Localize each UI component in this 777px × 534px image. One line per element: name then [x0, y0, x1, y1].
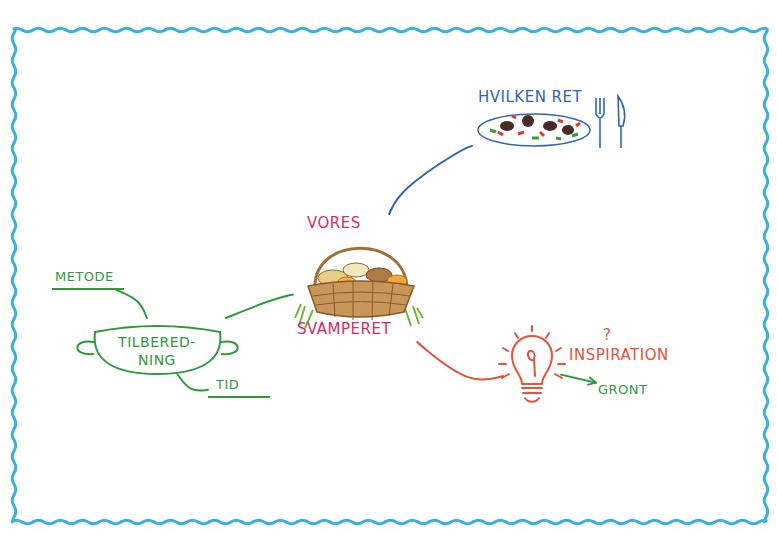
- branch-connector: [226, 294, 293, 318]
- outline-stroke: [522, 388, 542, 402]
- dark-mushroom: [543, 121, 557, 131]
- red-garnish: [498, 116, 580, 136]
- sub-topic: TID: [208, 374, 270, 398]
- mushroom-cap: [343, 263, 369, 277]
- branch-connector: [561, 375, 596, 383]
- fork-symbol: [596, 98, 604, 148]
- basket-weave: [313, 282, 410, 320]
- outline-stroke: [77, 341, 94, 354]
- lightbulb-topic: INSPIRATION: [503, 328, 561, 408]
- branch-connector: [417, 342, 503, 380]
- dark-mushroom: [522, 115, 534, 127]
- node-text: TID: [216, 376, 239, 394]
- sub-topic: METODE: [52, 266, 124, 290]
- node-text: METODE: [55, 268, 114, 286]
- outline-stroke: [221, 341, 238, 354]
- central-topic: VORES SVAMPERET: [293, 214, 428, 342]
- outline-stroke: [512, 336, 552, 384]
- branch-connector: [389, 146, 472, 214]
- outline-stroke: [499, 326, 565, 378]
- knife-symbol: [618, 96, 625, 148]
- node-outline: [503, 328, 561, 408]
- branch-connector: [177, 374, 208, 391]
- green-garnish: [490, 130, 578, 139]
- dark-mushroom: [500, 121, 514, 131]
- pot-topic: TILBERED- NING: [85, 318, 230, 374]
- node-text: TILBERED- NING: [107, 333, 207, 369]
- outline-stroke: [95, 332, 221, 374]
- node-text: VORES: [307, 214, 361, 232]
- outline-stroke: [95, 326, 220, 332]
- note-label: ?: [603, 326, 611, 344]
- node-text: SVAMPERET: [297, 320, 391, 338]
- node-text: GRONT: [598, 381, 648, 399]
- node-text: HVILKEN RET: [478, 88, 582, 106]
- sub-topic: GRONT: [596, 380, 660, 400]
- node-text: INSPIRATION: [569, 346, 669, 364]
- mushroom-basket: [295, 248, 423, 328]
- dark-mushroom: [562, 125, 574, 135]
- basket-body: [308, 281, 414, 317]
- wavy-border: [12, 28, 768, 524]
- branch-topic: HVILKEN RET: [472, 86, 637, 150]
- branch-connector: [116, 290, 146, 318]
- plate: [478, 114, 590, 146]
- outline-stroke: [528, 351, 535, 376]
